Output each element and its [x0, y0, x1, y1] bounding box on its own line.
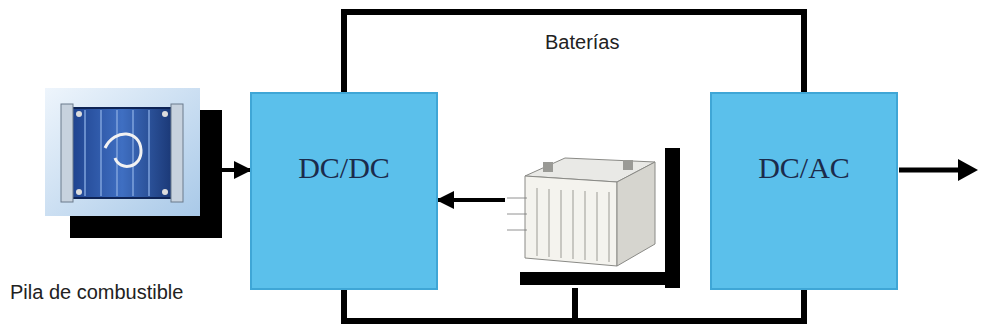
converter-box: DC/AC — [710, 92, 898, 290]
fuel-cell-picture-art — [45, 88, 222, 238]
battery-picture-art — [505, 148, 680, 288]
component-caption: Pila de combustible — [10, 280, 183, 304]
converter-label: DC/DC — [298, 150, 390, 186]
converter-label: DC/AC — [758, 150, 850, 186]
component-caption: Baterías — [545, 30, 619, 54]
output-line — [899, 168, 962, 173]
battery-picture: Baterías — [505, 148, 680, 288]
bus-line — [344, 12, 804, 92]
converter-box: DC/DC — [250, 92, 438, 290]
flow-arrow — [222, 168, 250, 172]
output-arrowhead — [958, 159, 978, 181]
bus-line — [575, 288, 804, 321]
fuel-cell-picture: Pila de combustible — [45, 88, 222, 238]
flow-arrow — [438, 198, 505, 202]
